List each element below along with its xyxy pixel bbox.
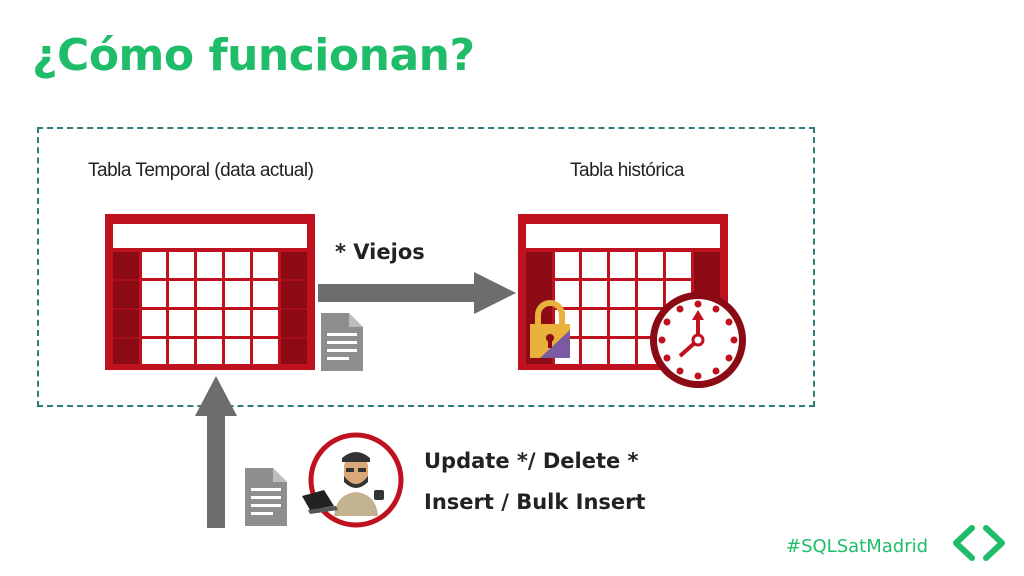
logo-chevrons-icon — [953, 525, 1005, 561]
person-laptop-icon — [302, 432, 404, 528]
temporal-table-label: Tabla Temporal (data actual) — [88, 160, 314, 181]
slide-title: ¿Cómo funcionan? — [32, 30, 475, 81]
document-icon — [321, 313, 363, 371]
arrow-label: * Viejos — [335, 240, 425, 264]
temporal-table-icon — [105, 214, 315, 370]
migration-arrow — [318, 272, 516, 314]
hashtag: #SQLSatMadrid — [786, 536, 929, 557]
clock-icon — [650, 292, 746, 388]
padlock-icon — [530, 300, 570, 358]
history-table-label: Tabla histórica — [570, 160, 684, 181]
database-boundary — [37, 127, 815, 407]
document-icon — [245, 468, 287, 526]
operation-update-delete: Update */ Delete * — [424, 449, 639, 473]
insert-arrow — [195, 376, 237, 528]
operation-insert-bulk: Insert / Bulk Insert — [424, 490, 646, 514]
